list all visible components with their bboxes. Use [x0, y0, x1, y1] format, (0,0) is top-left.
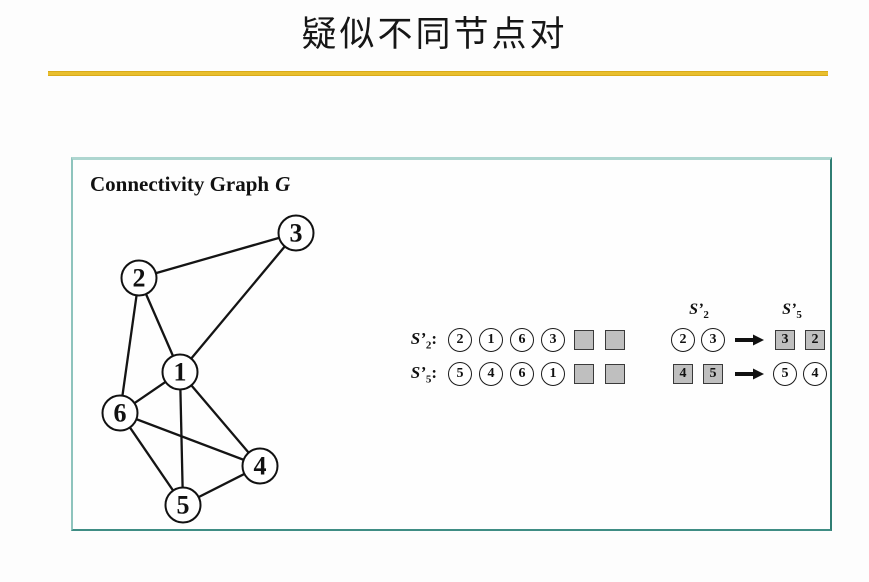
graph-edge-6-4: [119, 411, 261, 468]
title-underline: [48, 71, 828, 76]
graph-node-5: 5: [164, 486, 202, 524]
graph-node-1: 1: [161, 353, 199, 391]
right-arrow-icon: [735, 368, 764, 380]
sequence-label-s2: S’2:: [410, 328, 437, 352]
sequence-row-s2: S’2: 2 1 6 3: [401, 328, 627, 352]
sequence-token: 6: [510, 362, 534, 386]
mapping-token: 4: [803, 362, 827, 386]
graph-edge-1-5: [178, 371, 185, 506]
mapping-header-s5: S’5: [782, 301, 802, 322]
sequence-empty-slot: [574, 330, 594, 350]
graph-edge-1-3: [179, 232, 297, 373]
mapping-token: 5: [703, 364, 723, 384]
graph-edge-2-6: [118, 277, 141, 414]
graph-node-3: 3: [277, 214, 315, 252]
graph-edge-1-4: [179, 371, 261, 467]
mapping-token: 2: [671, 328, 695, 352]
sequence-token: 1: [541, 362, 565, 386]
mapping-token: 3: [701, 328, 725, 352]
mapping-row-2: 4 5 5 4: [671, 362, 827, 386]
graph-node-4: 4: [241, 447, 279, 485]
figure-heading-variable: G: [275, 172, 291, 196]
sequence-token: 4: [479, 362, 503, 386]
mapping-token: 3: [775, 330, 795, 350]
graph-edge-2-3: [138, 231, 297, 280]
mapping-token: 5: [773, 362, 797, 386]
sequence-empty-slot: [574, 364, 594, 384]
right-arrow-icon: [735, 334, 764, 346]
graph-node-6: 6: [101, 394, 139, 432]
figure-heading-text: Connectivity Graph: [90, 172, 270, 196]
slide-title: 疑似不同节点对: [301, 15, 568, 54]
sequence-row-s5: S’5: 5 4 6 1: [401, 362, 627, 386]
sequence-empty-slot: [605, 330, 625, 350]
mapping-header-s2: S’2: [689, 301, 709, 322]
sequence-token: 1: [479, 328, 503, 352]
sequence-empty-slot: [605, 364, 625, 384]
sequence-token: 2: [448, 328, 472, 352]
sequence-token: 6: [510, 328, 534, 352]
sequence-token: 3: [541, 328, 565, 352]
graph-node-2: 2: [120, 259, 158, 297]
sequence-label-s5: S’5:: [410, 362, 437, 386]
mapping-row-1: 2 3 3 2: [671, 328, 827, 352]
sequence-token: 5: [448, 362, 472, 386]
mapping-token: 2: [805, 330, 825, 350]
mapping-token: 4: [673, 364, 693, 384]
